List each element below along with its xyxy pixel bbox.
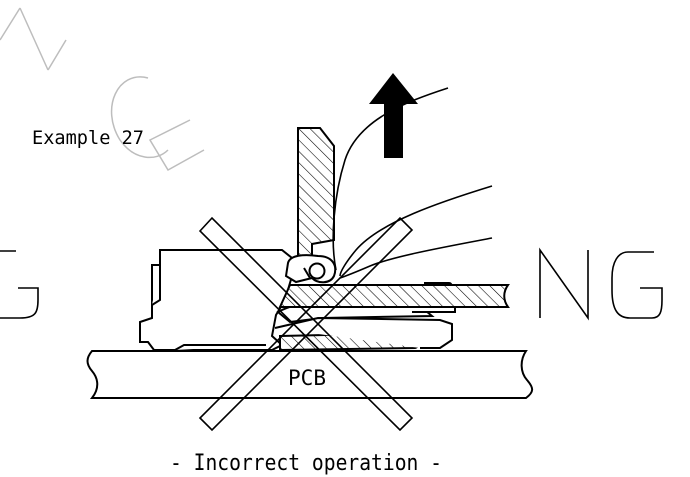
fpc-cable: [278, 284, 510, 308]
finger-lines: [332, 87, 493, 279]
ng-cross-icon: [198, 216, 414, 432]
ng-letters: [0, 247, 663, 321]
pcb-label: PCB: [288, 366, 326, 390]
connector-housing: [139, 249, 293, 351]
example-label: Example 27: [32, 127, 144, 149]
actuator-lever: [284, 127, 337, 284]
caption: - Incorrect operation -: [170, 451, 442, 476]
pcb-board: [86, 350, 534, 399]
up-arrow-icon: [369, 73, 418, 158]
watermark: [0, 7, 205, 172]
